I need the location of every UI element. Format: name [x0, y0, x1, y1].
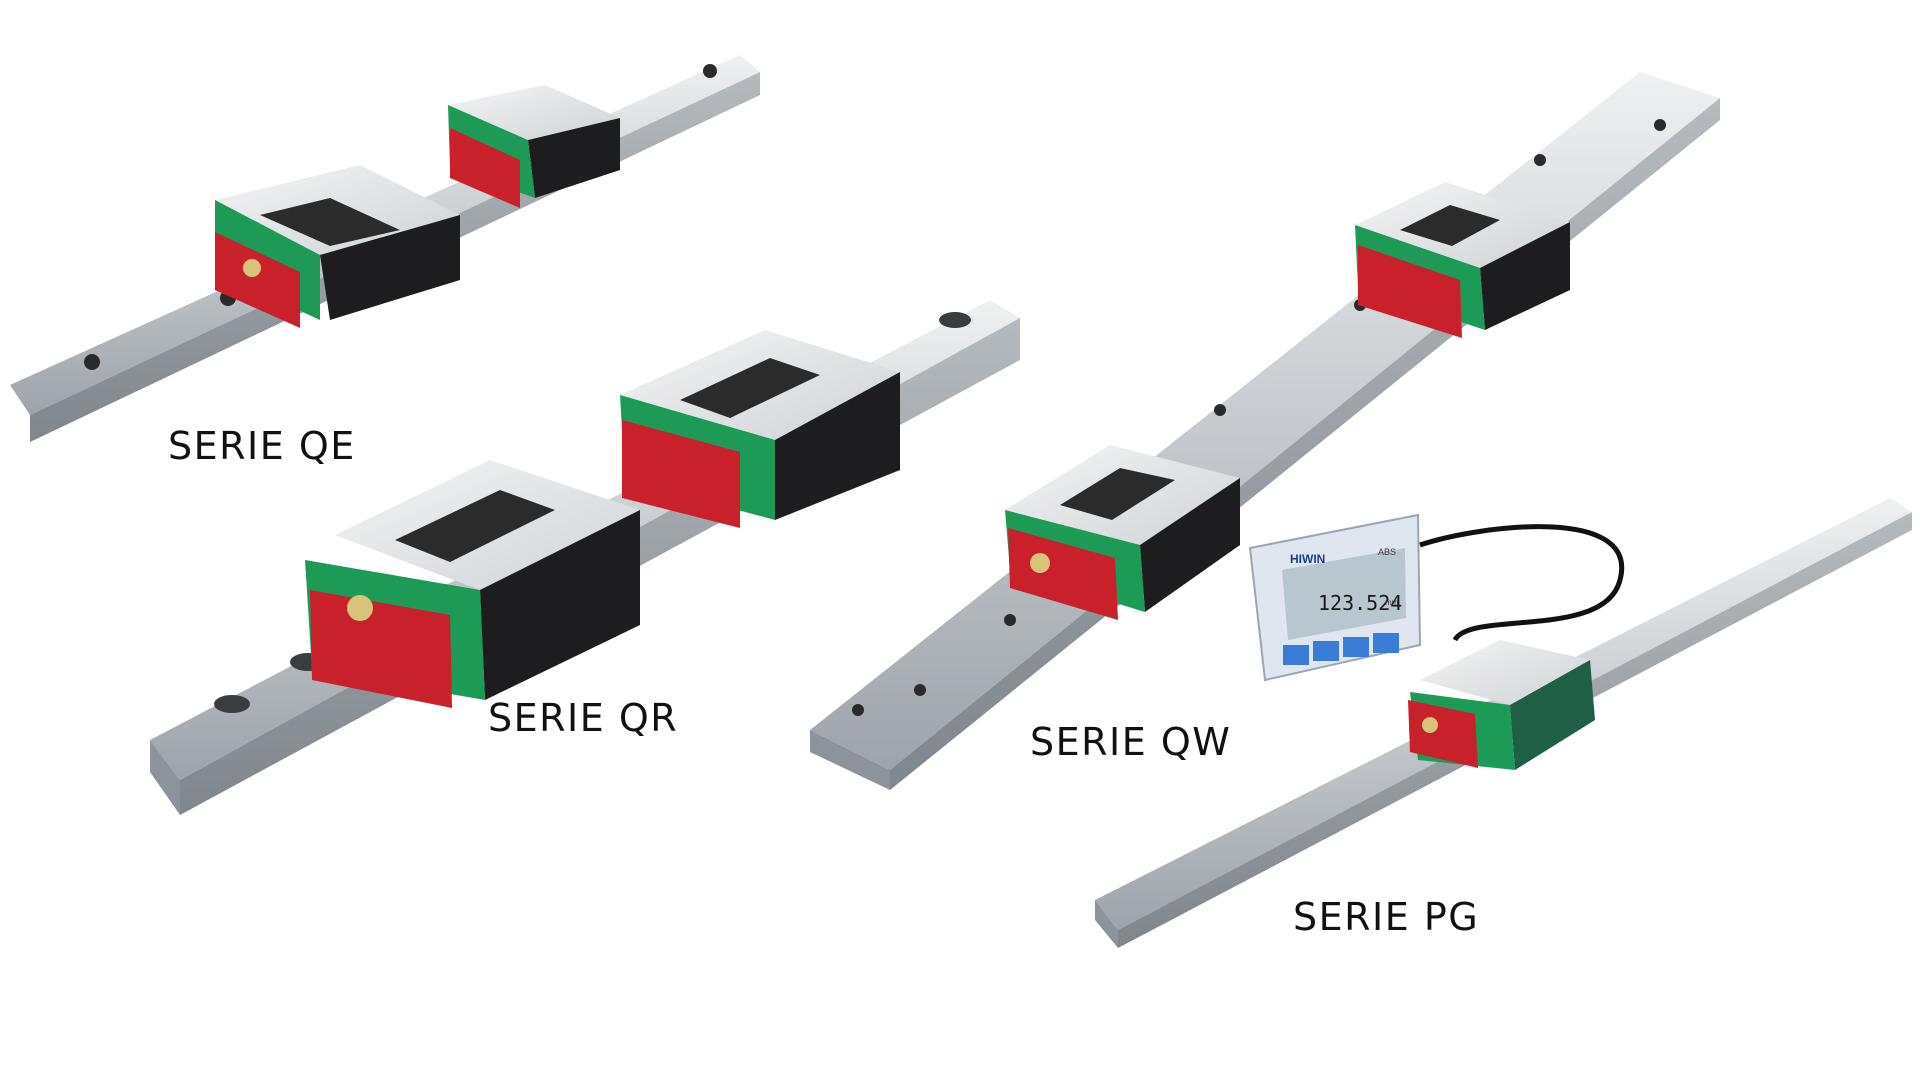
display-reading: 123.524	[1318, 591, 1402, 615]
display-button-zero	[1373, 633, 1399, 653]
series-label-qe: SERIE QE	[168, 424, 356, 468]
block-qr-front	[305, 460, 640, 708]
display-button-show	[1343, 637, 1369, 657]
digital-readout-device: HIWIN ABS 123.524 mm	[1248, 513, 1625, 682]
series-label-qr: SERIE QR	[488, 696, 679, 740]
display-button-menu	[1283, 645, 1309, 665]
display-button-absrel	[1313, 641, 1339, 661]
block-pg	[1408, 640, 1595, 770]
series-label-pg: SERIE PG	[1293, 895, 1480, 939]
series-label-qw: SERIE QW	[1030, 720, 1232, 764]
display-brand: HIWIN	[1290, 552, 1325, 566]
display-unit: mm	[1385, 598, 1399, 607]
block-qw-upper	[1355, 182, 1570, 338]
block-qe-back	[448, 85, 620, 208]
display-mode: ABS	[1378, 547, 1396, 557]
block-qe-front	[215, 165, 460, 328]
block-qw-lower	[1005, 445, 1240, 620]
block-qr-back	[620, 330, 900, 528]
